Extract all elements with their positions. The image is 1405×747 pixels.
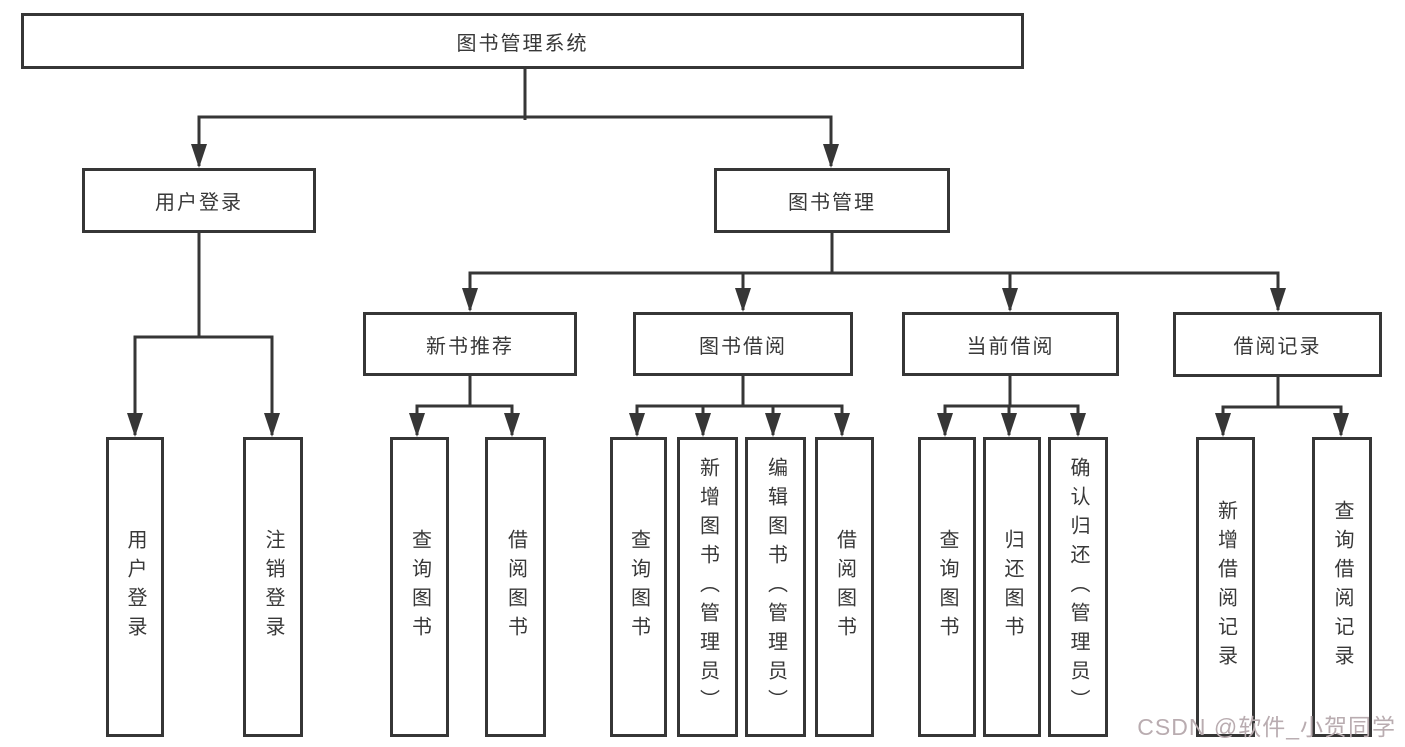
node-new-book-recommend: 新书推荐	[363, 312, 577, 376]
node-current-borrowing: 当前借阅	[902, 312, 1119, 376]
node-borrowing-records: 借阅记录	[1173, 312, 1382, 377]
leaf-return-books-label: 归还图书	[1001, 529, 1023, 645]
leaf-query-borrow-record: 查询借阅记录	[1312, 437, 1372, 737]
leaf-logout-login-label: 注销登录	[262, 529, 284, 645]
leaf-borrow-books-2-label: 借阅图书	[833, 529, 856, 645]
leaf-borrow-books-2: 借阅图书	[815, 437, 874, 737]
leaf-borrow-books-1-label: 借阅图书	[504, 529, 527, 645]
node-user-login: 用户登录	[82, 168, 316, 233]
leaf-add-borrow-record: 新增借阅记录	[1196, 437, 1255, 737]
leaf-query-borrow-record-label: 查询借阅记录	[1331, 500, 1353, 674]
leaf-logout-login: 注销登录	[243, 437, 303, 737]
leaf-add-books-admin-label: 新增图书（管理员）	[696, 456, 719, 718]
leaf-add-books-admin: 新增图书（管理员）	[677, 437, 738, 737]
node-book-management: 图书管理	[714, 168, 950, 233]
leaf-query-books-1: 查询图书	[390, 437, 449, 737]
leaf-edit-books-admin-label: 编辑图书（管理员）	[764, 456, 787, 718]
leaf-query-books-2: 查询图书	[610, 437, 667, 737]
node-book-borrowing: 图书借阅	[633, 312, 853, 376]
leaf-confirm-return-admin: 确认归还（管理员）	[1048, 437, 1108, 737]
leaf-user-login: 用户登录	[106, 437, 164, 737]
node-library-system: 图书管理系统	[21, 13, 1024, 69]
leaf-query-books-3: 查询图书	[918, 437, 976, 737]
leaf-add-borrow-record-label: 新增借阅记录	[1214, 500, 1237, 674]
leaf-query-books-1-label: 查询图书	[408, 529, 431, 645]
leaf-borrow-books-1: 借阅图书	[485, 437, 546, 737]
leaf-edit-books-admin: 编辑图书（管理员）	[745, 437, 806, 737]
leaf-user-login-label: 用户登录	[124, 529, 146, 645]
leaf-confirm-return-admin-label: 确认归还（管理员）	[1067, 456, 1089, 718]
leaf-return-books: 归还图书	[983, 437, 1041, 737]
watermark: CSDN @软件_小贺同学	[1137, 714, 1396, 740]
leaf-query-books-3-label: 查询图书	[936, 529, 958, 645]
leaf-query-books-2-label: 查询图书	[627, 529, 650, 645]
